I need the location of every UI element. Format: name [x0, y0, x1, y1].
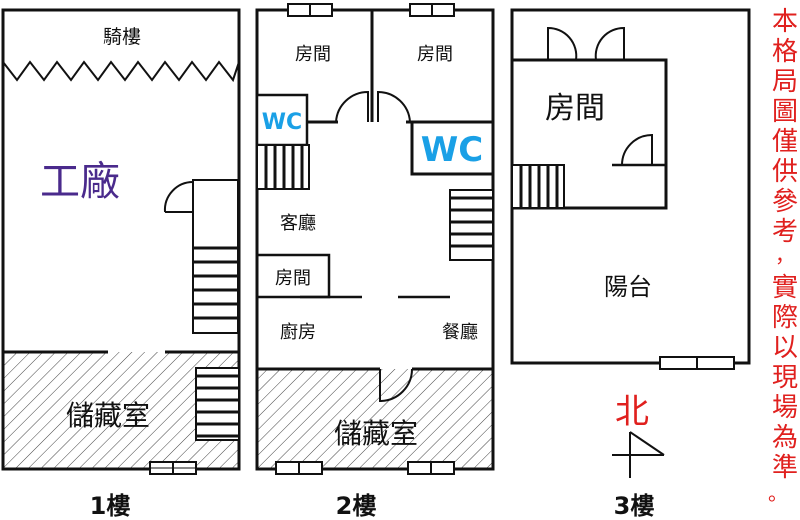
window-icon	[659, 356, 735, 370]
disclaimer-col2-char: 為	[772, 423, 798, 453]
floor2-room-small-label: 房間	[275, 268, 311, 289]
door-swing-icon	[335, 90, 369, 123]
disclaimer-col2-char: 現	[772, 363, 798, 393]
disclaimer-col2-char: 。	[768, 481, 788, 505]
stairs-icon	[192, 179, 239, 334]
door-swing-icon	[620, 133, 653, 166]
floor2-room-left-label: 房間	[295, 44, 331, 65]
disclaimer-col2-char: ，	[775, 243, 795, 267]
door-swing-icon	[379, 368, 413, 403]
door-swing-icon	[594, 26, 625, 61]
window-icon	[149, 461, 197, 475]
disclaimer-col2-char: 以	[772, 333, 798, 363]
arcade-zigzag	[2, 60, 240, 83]
disclaimer-col1-char: 僅	[772, 127, 798, 157]
floor2-caption: 2樓	[336, 492, 377, 520]
disclaimer-col1-char: 格	[772, 37, 798, 67]
disclaimer-col2-char: 際	[772, 303, 798, 333]
stairs-icon	[449, 189, 494, 261]
floor3-balcony-label: 陽台	[604, 273, 652, 301]
window-icon	[407, 461, 455, 475]
disclaimer-col2-char: 場	[772, 393, 798, 423]
floor2-storage-area	[257, 369, 493, 469]
door-swing-icon	[163, 180, 194, 213]
window-icon	[275, 461, 323, 475]
door-swing-icon	[547, 26, 578, 61]
window-icon	[409, 3, 455, 17]
floor1-caption: 1樓	[90, 492, 131, 520]
disclaimer-col1-char: 供	[772, 157, 798, 187]
window-icon	[287, 3, 333, 17]
disclaimer-col2-char: 實	[772, 273, 798, 303]
disclaimer-col1-char: 考	[772, 217, 798, 247]
floor1-factory-label: 工廠	[40, 159, 120, 205]
floor3-room-label: 房間	[545, 91, 605, 126]
door-swing-icon	[377, 90, 411, 123]
floor1-storage-label: 儲藏室	[66, 399, 150, 432]
floor2-plan: WC WC 房間	[255, 3, 495, 520]
compass-north-label: 北	[615, 392, 649, 432]
disclaimer-col1-char: 參	[772, 187, 798, 217]
floor3-caption: 3樓	[614, 492, 655, 520]
disclaimer-col1-char: 局	[772, 67, 798, 97]
disclaimer: 本 格 局 圖 僅 供 參 考 ， 實 際 以 現 場 為 準 。	[768, 7, 798, 505]
floor2-storage-label: 儲藏室	[334, 417, 418, 450]
floor1-arcade-label: 騎樓	[103, 26, 141, 48]
compass-icon: 北	[612, 392, 665, 478]
floor1-plan: 騎樓 工廠 儲藏室 1樓	[1, 8, 241, 520]
floor2-wc-large-label: WC	[421, 130, 483, 170]
disclaimer-col1-char: 圖	[772, 97, 798, 127]
floor2-wc-small-label: WC	[262, 110, 302, 135]
floor3-plan: 房間 陽台 3樓	[510, 8, 751, 520]
disclaimer-col1-char: 本	[772, 7, 798, 37]
floor2-dining-label: 餐廳	[442, 322, 478, 343]
floor2-kitchen-label: 廚房	[280, 321, 316, 343]
floor2-living-label: 客廳	[280, 213, 316, 234]
floor2-room-right-label: 房間	[417, 44, 453, 65]
disclaimer-col2-char: 準	[772, 453, 798, 483]
